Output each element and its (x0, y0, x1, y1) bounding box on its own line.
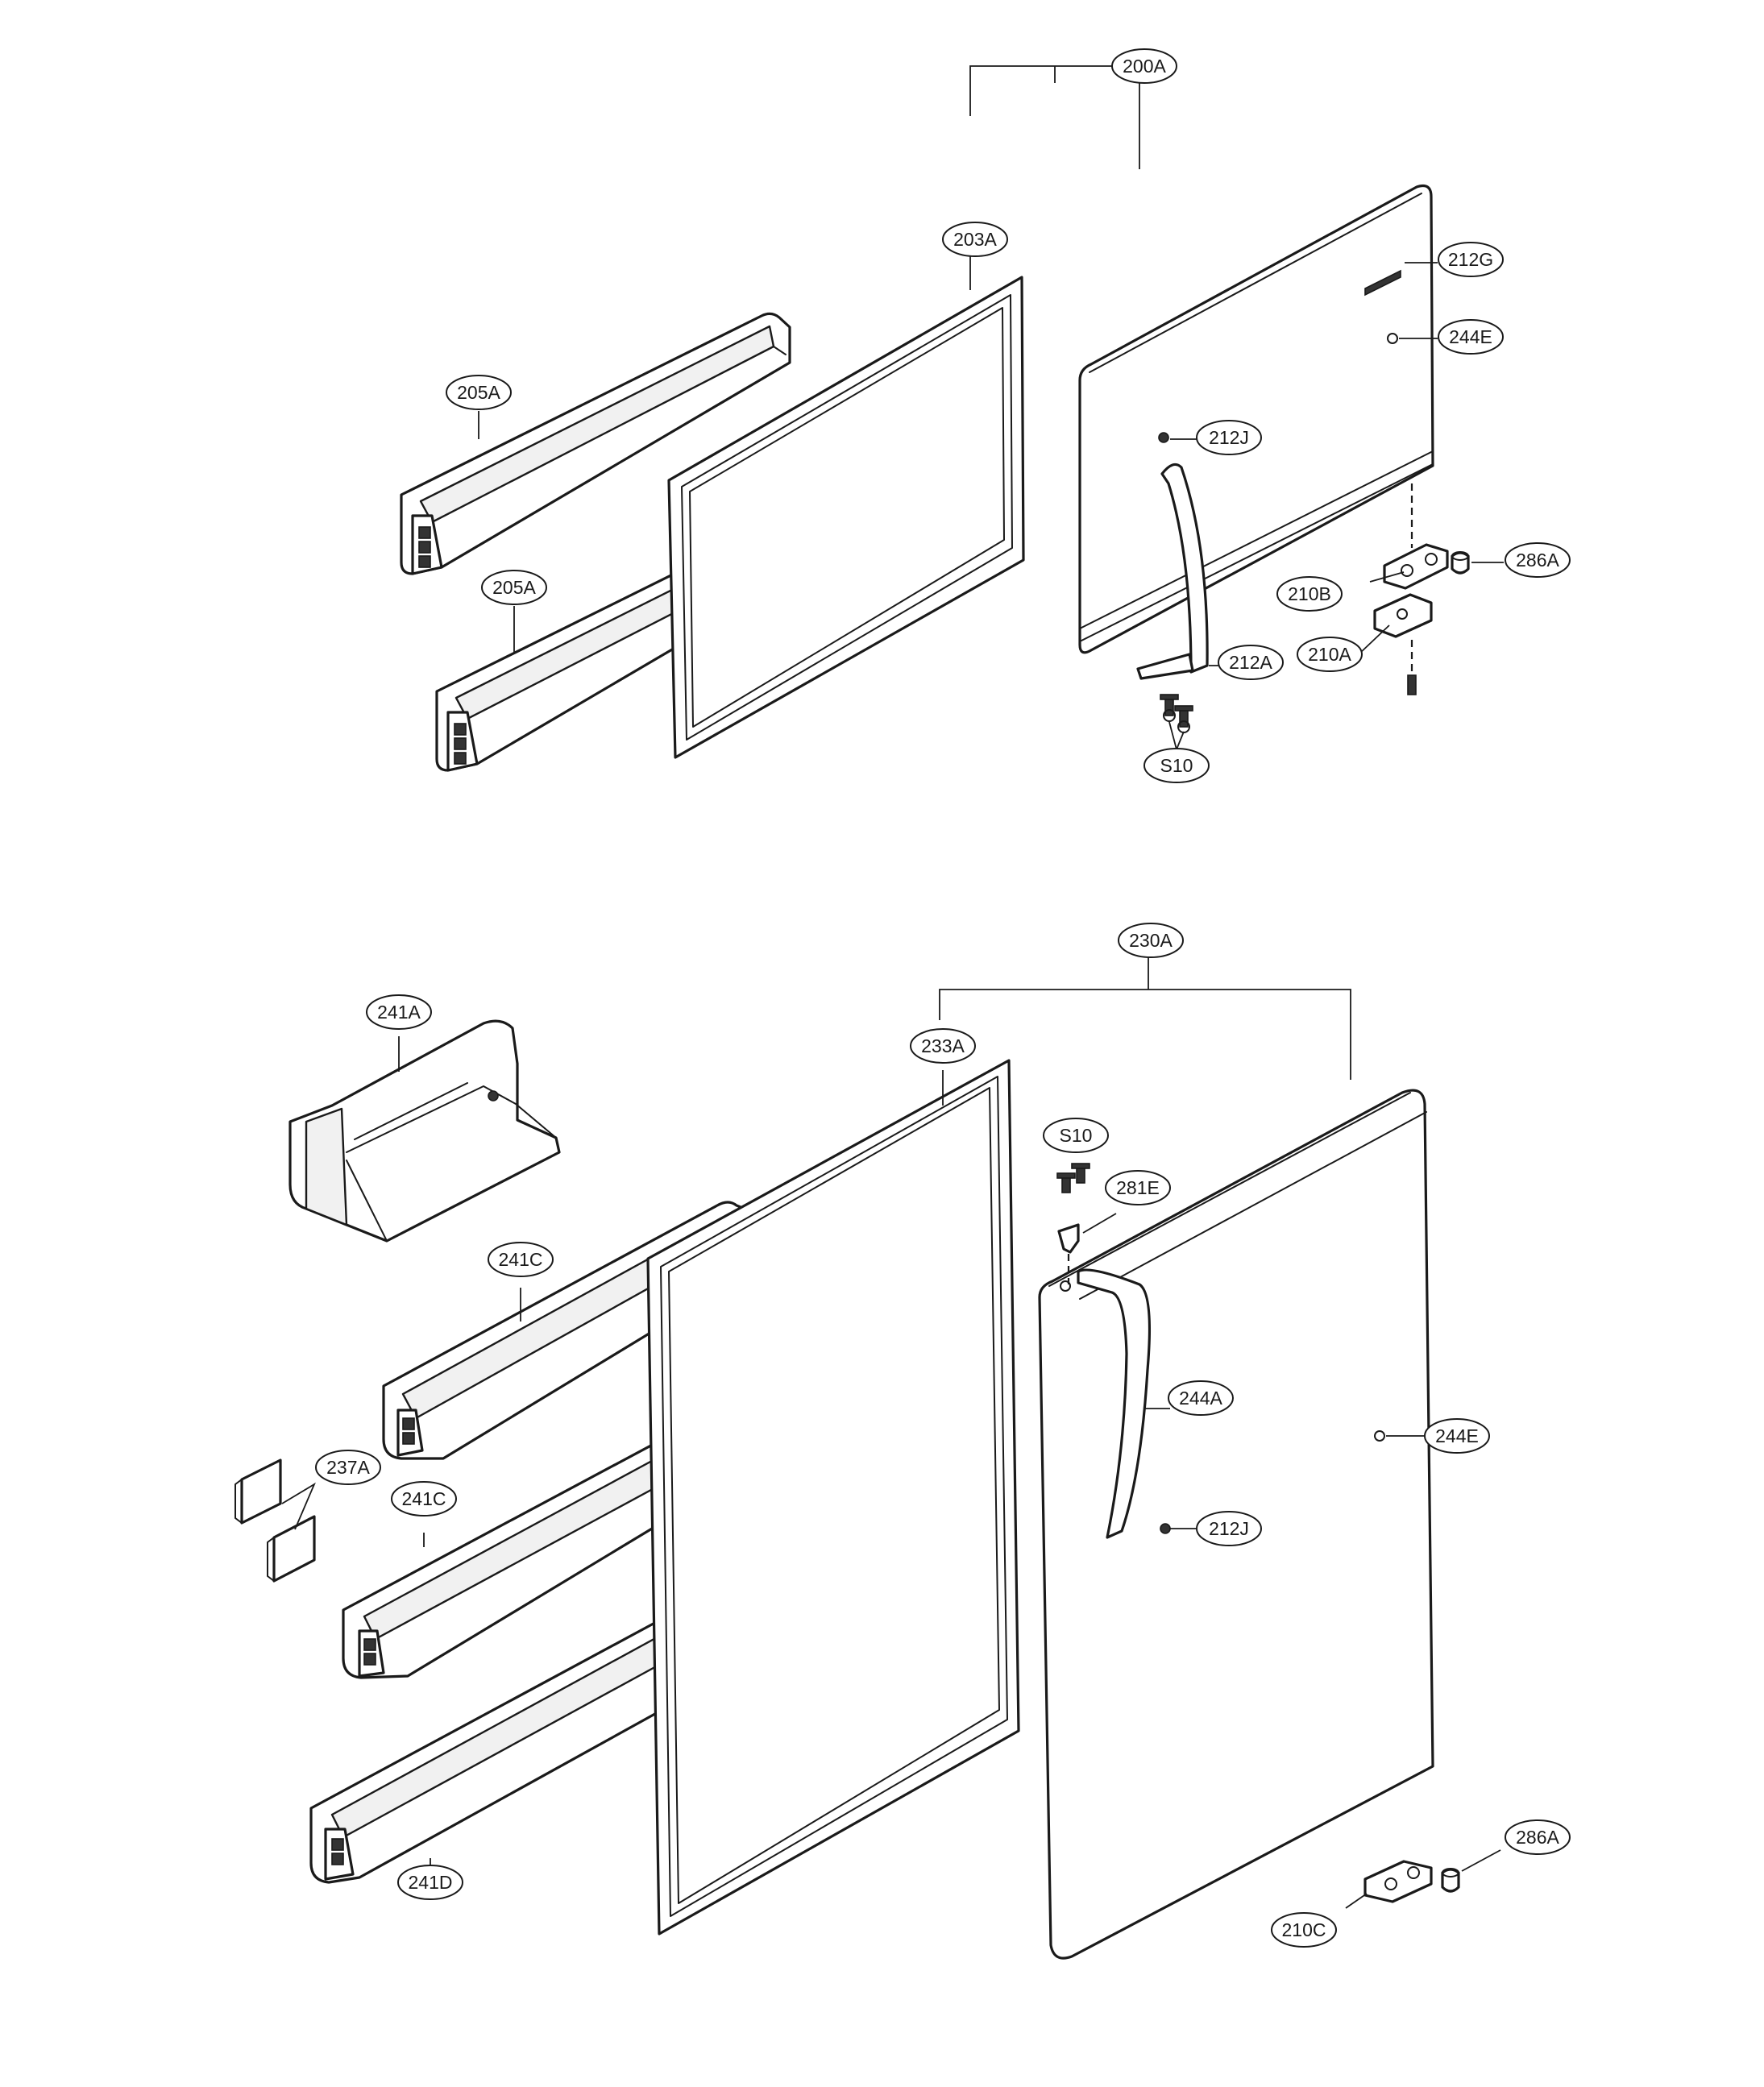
svg-text:212J: 212J (1209, 1518, 1249, 1539)
callout-241C-upper: 241C (488, 1242, 554, 1277)
door-bin-205A-upper (400, 312, 791, 575)
door-handle-212A (1136, 463, 1209, 680)
door-gasket-203A (667, 256, 1025, 759)
svg-text:281E: 281E (1116, 1177, 1160, 1198)
callout-286A-top: 286A (1505, 542, 1571, 578)
svg-text:286A: 286A (1516, 1827, 1559, 1848)
callout-212J-top: 212J (1196, 420, 1262, 455)
callout-241C-lower: 241C (391, 1481, 457, 1516)
egg-trays-237A (235, 1458, 316, 1583)
callout-244E-top: 244E (1438, 319, 1504, 355)
svg-text:244E: 244E (1435, 1425, 1479, 1446)
hinge-parts-top (1373, 483, 1470, 695)
callout-205A-lower: 205A (481, 570, 547, 605)
door-gasket-233A (646, 1059, 1020, 1936)
assembly-bracket-200A (969, 65, 1140, 169)
callout-244E-bottom: 244E (1424, 1418, 1490, 1454)
svg-text:212J: 212J (1209, 427, 1249, 448)
callout-S10-bottom: S10 (1043, 1118, 1109, 1153)
svg-text:244E: 244E (1449, 326, 1492, 347)
screws-S10-and-cap-281E (1056, 1163, 1090, 1284)
callout-203A: 203A (942, 222, 1008, 257)
callout-244A: 244A (1168, 1380, 1234, 1416)
callout-210A: 210A (1297, 637, 1363, 672)
svg-text:210B: 210B (1288, 583, 1331, 604)
callout-241A: 241A (366, 994, 432, 1030)
callout-230A: 230A (1118, 923, 1184, 958)
hinge-parts-bottom (1363, 1860, 1460, 1903)
svg-text:233A: 233A (921, 1035, 965, 1056)
svg-text:212A: 212A (1229, 652, 1272, 673)
svg-text:210A: 210A (1308, 644, 1351, 665)
callout-labels: 200A 203A 212G 244E 205A 212J 205A 286A (315, 48, 1571, 1948)
svg-text:S10: S10 (1060, 1125, 1093, 1146)
screws-S10-top (1160, 694, 1193, 752)
svg-text:241D: 241D (409, 1872, 453, 1893)
svg-text:286A: 286A (1516, 550, 1559, 571)
dairy-bin-241A (288, 1019, 561, 1243)
svg-text:203A: 203A (953, 229, 997, 250)
svg-text:205A: 205A (492, 577, 536, 598)
callout-S10-top: S10 (1143, 748, 1210, 783)
callout-212J-bottom: 212J (1196, 1511, 1262, 1546)
svg-text:244A: 244A (1179, 1388, 1222, 1409)
svg-text:241C: 241C (402, 1488, 446, 1509)
svg-text:237A: 237A (326, 1457, 370, 1478)
svg-text:241C: 241C (499, 1249, 543, 1270)
callout-212A: 212A (1218, 645, 1284, 680)
svg-text:210C: 210C (1282, 1919, 1326, 1940)
callout-200A: 200A (1111, 48, 1177, 84)
callout-212G: 212G (1438, 242, 1504, 277)
svg-text:241A: 241A (377, 1002, 421, 1023)
freezer-door-200A (1078, 184, 1434, 654)
svg-text:S10: S10 (1160, 755, 1193, 776)
svg-text:205A: 205A (457, 382, 500, 403)
callout-241D: 241D (397, 1865, 463, 1900)
assembly-bracket-230A (939, 957, 1351, 1080)
svg-text:212G: 212G (1448, 249, 1493, 270)
svg-text:230A: 230A (1129, 930, 1173, 951)
svg-text:200A: 200A (1123, 56, 1166, 77)
door-bin-241D (309, 1615, 708, 1884)
callout-210C: 210C (1271, 1912, 1337, 1948)
callout-286A-bottom: 286A (1505, 1819, 1571, 1855)
callout-237A: 237A (315, 1450, 381, 1485)
callout-205A-upper: 205A (446, 375, 512, 410)
callout-233A: 233A (910, 1028, 976, 1064)
callout-281E: 281E (1105, 1170, 1171, 1205)
callout-210B: 210B (1276, 576, 1343, 612)
